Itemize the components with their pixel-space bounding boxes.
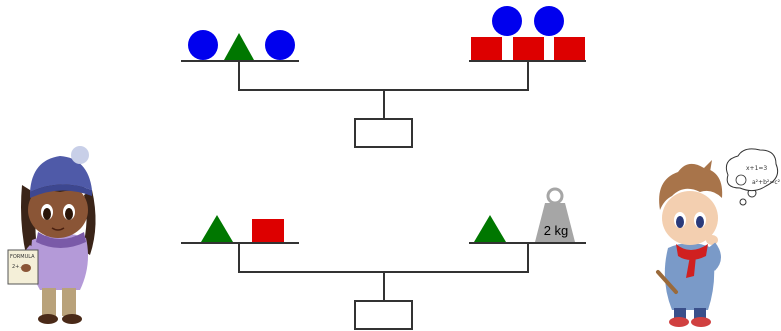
girl-character: FORMULA 2+... <box>7 146 96 324</box>
bottom-left-triangle <box>201 215 233 242</box>
top-left-circle-1 <box>188 30 218 60</box>
weight-label: 2 kg <box>544 223 569 238</box>
top-left-triangle <box>224 33 254 60</box>
bottom-right-triangle <box>474 215 506 242</box>
paper-heading: FORMULA <box>10 254 35 260</box>
bottom-scale: 2 kg <box>181 187 586 330</box>
top-right-square-2 <box>513 37 544 60</box>
top-left-circle-2 <box>265 30 295 60</box>
top-scale <box>181 6 586 148</box>
top-right-circle-2 <box>534 6 564 36</box>
paper-text: 2+... <box>12 264 25 270</box>
top-right-circle-1 <box>492 6 522 36</box>
thought-text-2: a²+b²=c² <box>752 179 781 186</box>
top-answer-box[interactable] <box>354 118 413 148</box>
bottom-left-square <box>252 219 284 242</box>
top-right-square-3 <box>554 37 585 60</box>
boy-character: x+1=3 a²+b²=c² <box>656 148 781 327</box>
weight-icon: 2 kg <box>535 187 575 242</box>
thought-bubble: x+1=3 a²+b²=c² <box>725 148 781 206</box>
bottom-answer-box[interactable] <box>354 300 413 330</box>
top-right-square-1 <box>471 37 502 60</box>
thought-text-1: x+1=3 <box>746 165 767 172</box>
